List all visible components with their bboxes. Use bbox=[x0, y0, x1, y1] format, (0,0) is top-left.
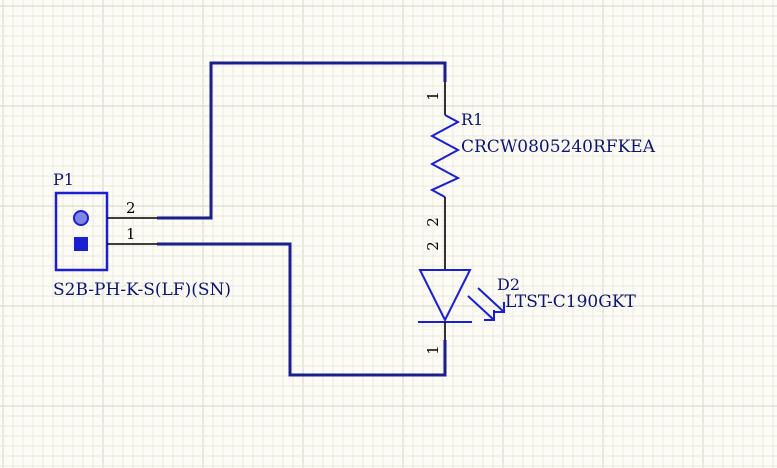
connector-pin-2-marker bbox=[73, 210, 89, 226]
connector-pin-2-number: 2 bbox=[126, 199, 136, 217]
connector-designator: P1 bbox=[53, 170, 74, 189]
led-emission-arrows-icon bbox=[467, 287, 505, 321]
connector-part-number: S2B-PH-K-S(LF)(SN) bbox=[53, 280, 231, 300]
resistor-r1[interactable]: 1 2 R1 CRCW0805240RFKEA bbox=[424, 82, 656, 232]
connector-pin-1-marker bbox=[74, 237, 88, 251]
wires bbox=[157, 61, 447, 377]
connector-body bbox=[54, 191, 109, 272]
connector-pin-1-number: 1 bbox=[126, 225, 136, 243]
resistor-part-number: CRCW0805240RFKEA bbox=[461, 137, 656, 157]
led-pin-1-number: 1 bbox=[424, 345, 442, 355]
led-pin-2-number: 2 bbox=[424, 241, 442, 251]
led-d2[interactable]: 2 1 D2 LTST-C190GKT bbox=[418, 232, 637, 355]
wire-net-bottom[interactable] bbox=[157, 242, 447, 377]
resistor-zigzag bbox=[429, 114, 461, 198]
connector-p1[interactable]: 2 1 P1 S2B-PH-K-S(LF)(SN) bbox=[53, 170, 231, 300]
led-part-number: LTST-C190GKT bbox=[505, 292, 637, 312]
led-designator: D2 bbox=[497, 275, 520, 294]
wire-net-top[interactable] bbox=[157, 61, 447, 220]
resistor-pin-2-number: 2 bbox=[424, 217, 442, 227]
resistor-pin-1-number: 1 bbox=[424, 91, 442, 101]
resistor-designator: R1 bbox=[461, 110, 483, 129]
led-triangle bbox=[418, 269, 472, 323]
